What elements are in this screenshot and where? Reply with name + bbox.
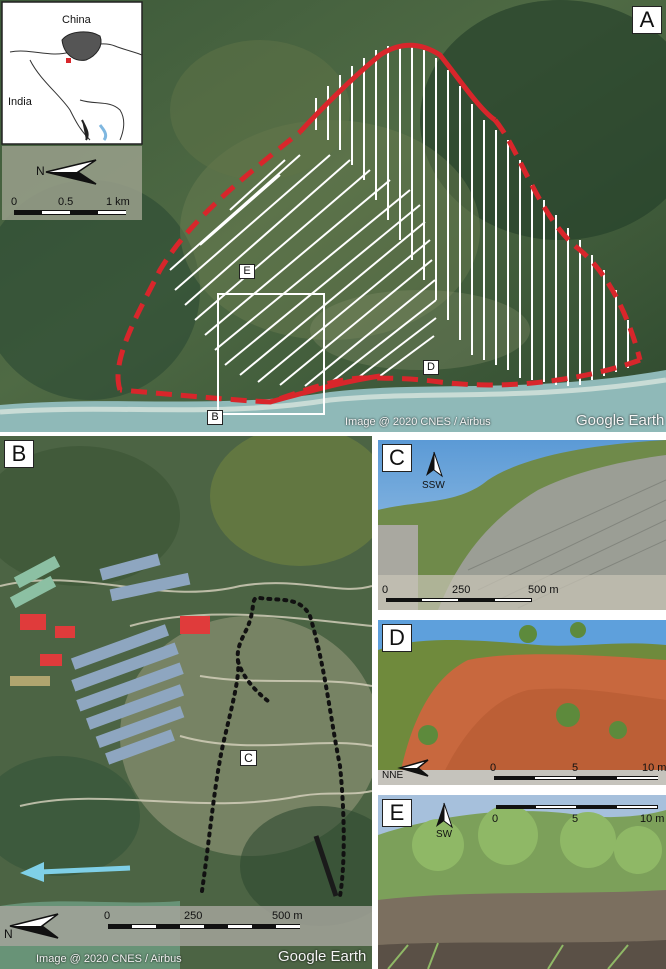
- inset-scale-background: [2, 146, 142, 220]
- photo-e-scale-tick-0: 0: [492, 813, 499, 825]
- photo-c-direction: SSW: [422, 480, 445, 491]
- photo-c-scale-tick-end: 500 m: [528, 584, 559, 596]
- bhutan-country-shape: [61, 31, 102, 61]
- photo-d-direction: NNE: [382, 770, 404, 781]
- section-line: [313, 835, 339, 897]
- photo-c-scale-bar: [386, 598, 532, 602]
- photo-c-scale-tick-mid: 250: [452, 584, 471, 596]
- landslide-boundary-dashed-west: [115, 130, 302, 391]
- inset-country-south: India: [8, 96, 32, 108]
- photo-d-scale-tick-end: 10 m: [642, 762, 666, 774]
- panel-label-d: D: [382, 624, 412, 652]
- inset-scale-tick-mid: 0.5: [58, 196, 74, 208]
- study-area-marker: [66, 58, 71, 63]
- marker-c: C: [240, 750, 257, 766]
- overview-google-earth-logo: Google Earth: [576, 412, 665, 429]
- landslide-scarp-solid: [298, 42, 497, 134]
- panel-d-photo: D NNE 0 5 10 m: [378, 620, 666, 785]
- photo-d-scale-tick-0: 0: [490, 762, 497, 774]
- zoom-satellite-image: [0, 436, 372, 969]
- marker-e: E: [239, 264, 255, 279]
- marker-b: B: [207, 410, 223, 425]
- marker-d: D: [423, 360, 439, 375]
- panel-e-photo: E SW 0 5 10 m: [378, 795, 666, 969]
- settlement-buildings: [9, 553, 210, 765]
- zoom-scale-tick-end: 500 m: [272, 910, 303, 922]
- photo-e-scale-tick-end: 10 m: [640, 813, 665, 825]
- photo-d-weathered-outcrop: [378, 620, 666, 785]
- zoom-scale-tick-0: 0: [104, 910, 111, 922]
- river-flow-arrow: [39, 865, 131, 875]
- photo-c-quarry-slope: [378, 440, 666, 610]
- photo-e-scale-tick-mid: 5: [572, 813, 579, 825]
- zoom-scale-tick-mid: 250: [184, 910, 203, 922]
- overview-satellite-image: [0, 0, 666, 432]
- panel-c-photo: C SSW 0 250 500 m: [378, 440, 666, 610]
- zoom-google-earth-logo: Google Earth: [278, 948, 367, 965]
- inset-location-map: [1, 1, 143, 145]
- panel-label-b: B: [4, 440, 34, 468]
- photo-e-direction: SW: [436, 829, 453, 840]
- overview-image-credit: Image @ 2020 CNES / Airbus: [345, 416, 491, 428]
- panel-label-e: E: [382, 799, 412, 827]
- landslide-dotted-outline: [200, 595, 346, 898]
- panel-a-overview-map: A China India N 0 0.5 1 km E D B Image @…: [0, 0, 666, 432]
- inset-scale-tick-end: 1 km: [106, 196, 130, 208]
- photo-d-scale-tick-mid: 5: [572, 762, 579, 774]
- landslide-boundary-dashed-east: [493, 118, 643, 361]
- zoom-north-label: N: [4, 927, 13, 941]
- panel-b-extent-box: [217, 293, 325, 415]
- landslide-hatch-diagonal: [169, 154, 437, 387]
- zoom-image-credit: Image @ 2020 CNES / Airbus: [36, 953, 182, 965]
- panel-label-a: A: [632, 6, 662, 34]
- panel-label-c: C: [382, 444, 412, 472]
- inset-scale-tick-0: 0: [11, 196, 18, 208]
- photo-e-vegetated-cut: [378, 795, 666, 969]
- inset-north-label: N: [36, 164, 45, 178]
- panel-b-zoom-map: B C N 0 250 500 m Image @ 2020 CNES / Ai…: [0, 436, 372, 969]
- photo-e-scale-bar: [496, 805, 658, 809]
- inset-country-north: China: [62, 14, 91, 26]
- photo-c-scale-tick-0: 0: [382, 584, 389, 596]
